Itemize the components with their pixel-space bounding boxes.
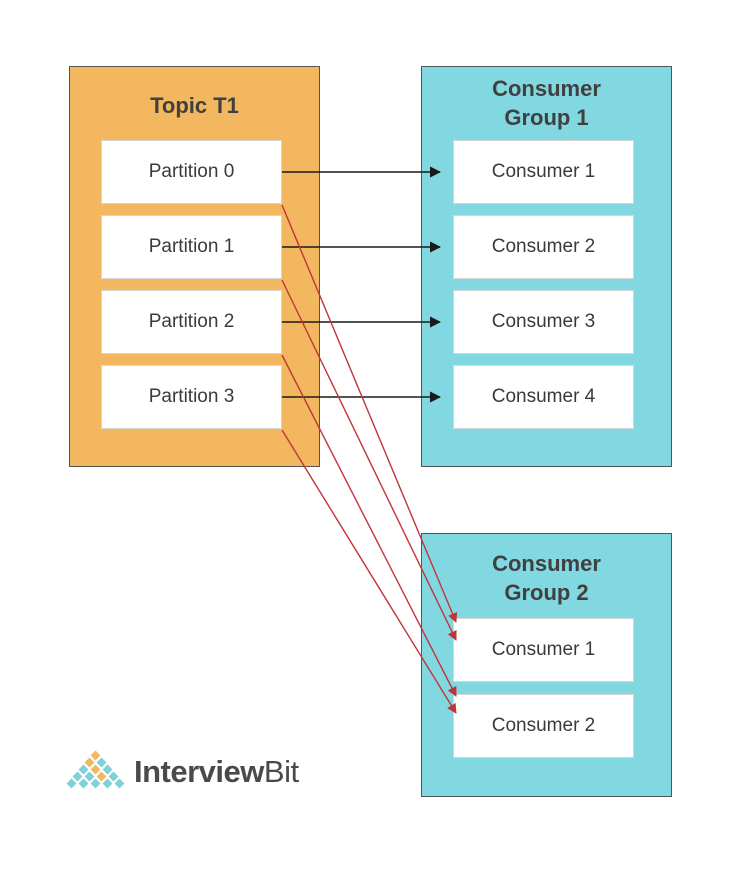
wordmark-part2: Bit [263, 754, 299, 789]
group2-consumer-2: Consumer 2 [453, 694, 634, 758]
group2-consumer-1: Consumer 1 [453, 618, 634, 682]
partition-3: Partition 3 [101, 365, 282, 429]
topic-title: Topic T1 [150, 93, 239, 118]
interviewbit-logo: InterviewBit [62, 750, 299, 794]
arrow-p2-g2c2 [281, 354, 457, 697]
group1-consumer-2: Consumer 2 [453, 215, 634, 279]
wordmark-part1: Interview [134, 754, 264, 789]
group1-consumer-1: Consumer 1 [453, 140, 634, 204]
consumer-group-1-title-line2: Group 1 [504, 105, 589, 130]
interviewbit-diamond-icon [66, 750, 125, 789]
consumer-group-2-title-line2: Group 2 [504, 580, 589, 605]
partition-1: Partition 1 [101, 215, 282, 279]
partition-0: Partition 0 [101, 140, 282, 204]
interviewbit-wordmark: InterviewBit [134, 754, 299, 790]
consumer-group-1-title-line1: Consumer [492, 76, 601, 101]
arrow-p0-g2c1 [281, 204, 458, 623]
group1-consumer-4: Consumer 4 [453, 365, 634, 429]
arrow-p1-g2c1 [281, 279, 457, 641]
arrow-p3-g2c2 [281, 429, 457, 714]
consumer-group-2-title-line1: Consumer [492, 551, 601, 576]
group1-consumer-3: Consumer 3 [453, 290, 634, 354]
partition-2: Partition 2 [101, 290, 282, 354]
